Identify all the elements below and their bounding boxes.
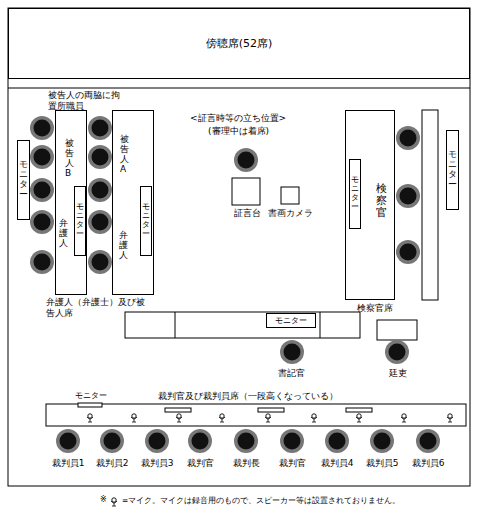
role-name: 裁判員6 [402,458,454,469]
monitor: モニター [266,313,316,328]
role-name: 裁判員4 [311,458,363,469]
side-table [422,110,438,300]
node-text: モニター [275,315,307,326]
role-name: 裁判官 [174,458,226,469]
defendant-table: 被告人B 弁護人モニター [55,110,87,295]
node-text: 被告人A [120,135,129,175]
part-name: 証言台 [234,208,261,219]
footnote-mark: ※ [100,495,107,505]
node-text: モニター [76,203,84,238]
node-text: モニター [448,150,457,190]
role-name: 裁判員2 [86,458,138,469]
role-name: 廷吏 [389,368,407,379]
role-name: 裁判官 [266,458,318,469]
node-text: モニター [351,176,359,211]
monitor: モニター [74,186,86,256]
part-name: モニター [75,391,107,401]
node-text: モニター [142,203,150,238]
bailiff-desk [377,320,417,340]
bar-line [8,88,470,89]
monitor: モニター [17,140,30,220]
monitor: モニター [140,186,152,256]
node-text: 弁護人 [119,231,128,261]
area-name: 検察官席 [357,303,393,314]
role-name: 裁判員5 [356,458,408,469]
footnote: =マイク。マイクは録音用のもので、スピーカー等は設置されておりません。 [122,496,400,505]
node-text: 検察官 [376,183,387,219]
clerk-desk [125,312,360,338]
role-name: 書記官 [278,368,305,379]
role-name: 裁判員3 [131,458,183,469]
witness-stand [232,178,260,205]
area-name: 裁判官及び裁判員席（一段高くなっている） [158,391,338,402]
node-text: 弁護人 [59,219,68,249]
document-camera [281,187,299,204]
bench [46,404,466,426]
node-text: 被告人B [65,139,74,179]
role-name: 裁判長 [220,458,272,469]
note: (審理中は着席) [208,126,269,137]
part-name: 書画カメラ [268,208,313,219]
monitor: モニター [446,130,459,210]
note: 被告人の両脇に拘置所職員 [48,90,124,112]
room-frame [8,8,470,486]
gallery-band: 傍聴席(52席) [8,8,470,79]
role-name: 裁判員1 [42,458,94,469]
note: <証言時等の立ち位置> [190,113,286,124]
area-name: 弁護人（弁護士）及び被告人席 [46,297,150,319]
node-text: 傍聴席(52席) [206,36,273,51]
node-text: モニター [19,160,28,200]
prosecutor-table: 検察官 モニター [345,110,395,300]
defendant-table: 被告人A 弁護人 モニター [112,110,154,295]
monitor: モニター [349,159,361,229]
